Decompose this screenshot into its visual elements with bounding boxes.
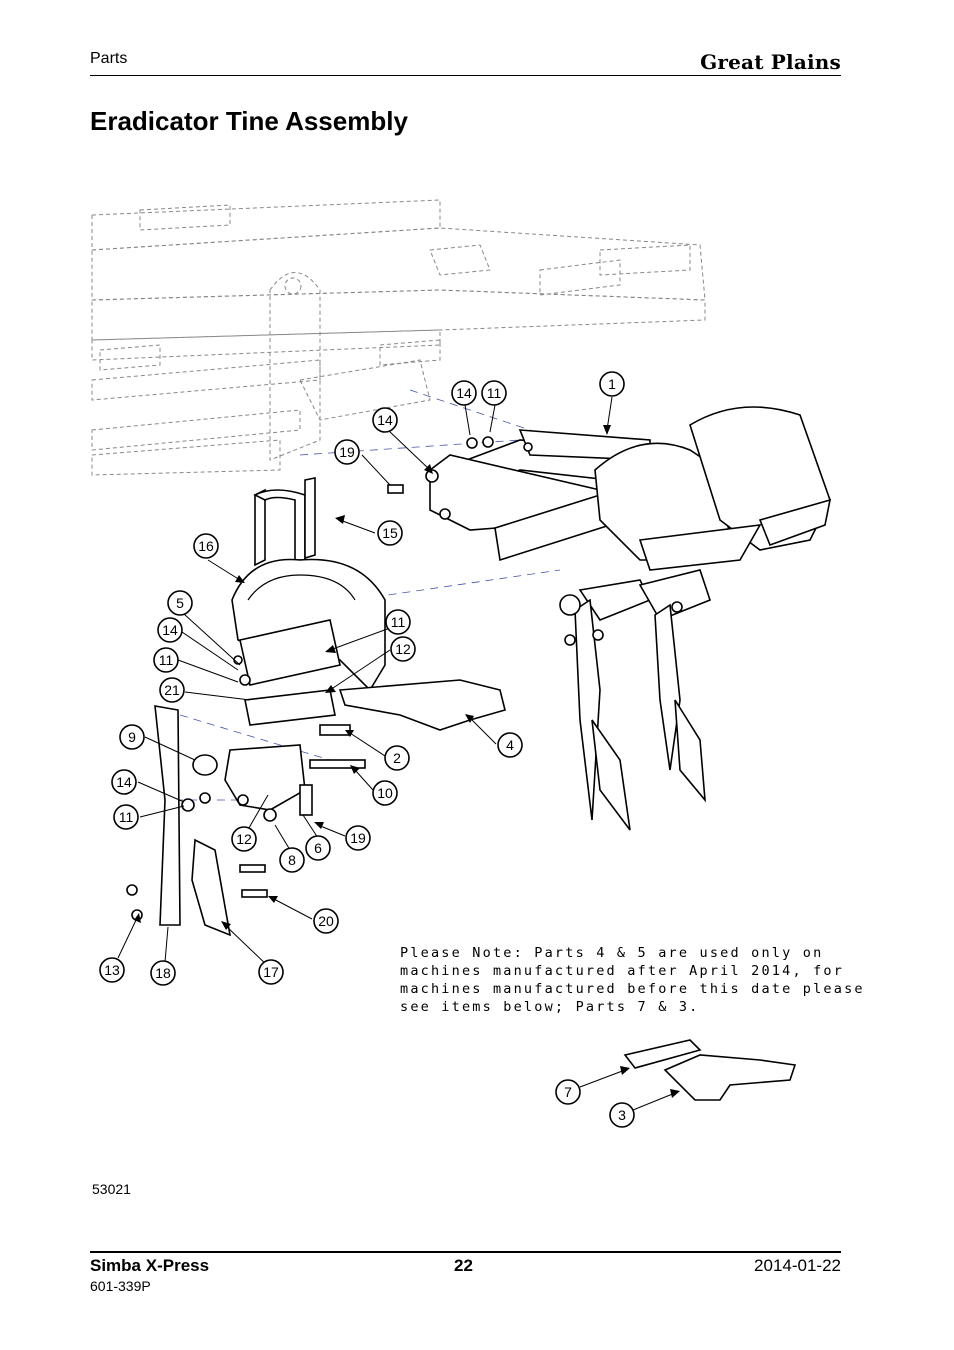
callout-6: 6 [305,835,331,861]
svg-text:15: 15 [382,525,398,541]
callout-19-lower: 19 [345,825,371,851]
note-line-1: Please Note: Parts 4 & 5 are used only o… [400,945,823,961]
svg-text:13: 13 [104,962,120,978]
callout-11-top: 11 [481,380,507,406]
svg-text:8: 8 [288,852,296,868]
callout-11-clamp: 11 [385,609,411,635]
svg-text:4: 4 [506,737,514,753]
callout-11-lower: 11 [113,804,139,830]
callout-2: 2 [384,745,410,771]
callout-15: 15 [377,520,403,546]
callout-11-left: 11 [153,647,179,673]
callout-12-clamp: 12 [390,636,416,662]
exploded-parts [126,469,506,937]
callout-10: 10 [372,780,398,806]
callout-9: 9 [119,724,145,750]
callout-17: 17 [258,959,284,985]
alternative-parts [623,1039,797,1101]
svg-text:14: 14 [456,385,472,401]
header-section-label: Parts [90,50,128,67]
page-title: Eradicator Tine Assembly [90,106,408,136]
header-divider [90,75,841,76]
callout-1: 1 [599,371,625,397]
svg-text:20: 20 [318,913,334,929]
callout-8: 8 [279,847,305,873]
footer-page-number: 22 [454,1256,473,1275]
svg-text:14: 14 [162,622,178,638]
svg-text:2: 2 [393,750,401,766]
svg-text:16: 16 [198,538,214,554]
callouts: 1 2 3 4 5 6 7 8 9 10 11 11 11 11 12 12 1… [99,371,635,1128]
svg-text:11: 11 [159,652,174,668]
callout-18: 18 [150,960,176,986]
svg-text:19: 19 [339,444,355,460]
svg-text:17: 17 [263,964,279,980]
svg-text:3: 3 [618,1107,626,1123]
parts-note: Please Note: Parts 4 & 5 are used only o… [400,945,865,1015]
callout-21: 21 [159,677,185,703]
callout-14-top: 14 [451,380,477,406]
svg-text:11: 11 [391,614,406,630]
brand-logo: Great Plains [700,50,841,74]
callout-4: 4 [497,732,523,758]
note-line-4: see items below; Parts 7 & 3. [400,999,700,1015]
main-assembly [429,406,832,831]
footer-date: 2014-01-22 [754,1256,841,1275]
note-line-2: machines manufactured after April 2014, … [400,963,844,979]
svg-text:12: 12 [236,831,252,847]
callout-14-lower: 14 [111,769,137,795]
svg-text:14: 14 [377,412,393,428]
callout-20: 20 [313,908,339,934]
callout-13: 13 [99,957,125,983]
callout-7: 7 [555,1079,581,1105]
note-line-3: machines manufactured before this date p… [400,981,865,997]
svg-text:10: 10 [377,785,393,801]
callout-16: 16 [193,533,219,559]
svg-text:6: 6 [314,840,322,856]
ghost-frame [91,199,706,476]
figure-number: 53021 [92,1181,131,1197]
footer-divider [90,1251,841,1253]
svg-text:9: 9 [128,729,136,745]
callout-leaders [117,396,680,1111]
svg-text:19: 19 [350,830,366,846]
callout-12-bracket: 12 [231,826,257,852]
svg-text:18: 18 [155,965,171,981]
callout-19-arm: 19 [334,439,360,465]
svg-text:5: 5 [176,595,184,611]
callout-14-arm: 14 [372,407,398,433]
callout-14-left: 14 [157,617,183,643]
footer-product-name: Simba X-Press [90,1256,210,1275]
svg-text:11: 11 [487,385,502,401]
svg-text:1: 1 [608,376,616,392]
svg-text:14: 14 [116,774,132,790]
svg-text:21: 21 [164,682,180,698]
footer-doc-number: 601-339P [90,1278,151,1294]
svg-text:12: 12 [395,641,411,657]
svg-text:11: 11 [119,809,134,825]
callout-5: 5 [167,590,193,616]
svg-text:7: 7 [564,1084,572,1100]
callout-3: 3 [609,1102,635,1128]
